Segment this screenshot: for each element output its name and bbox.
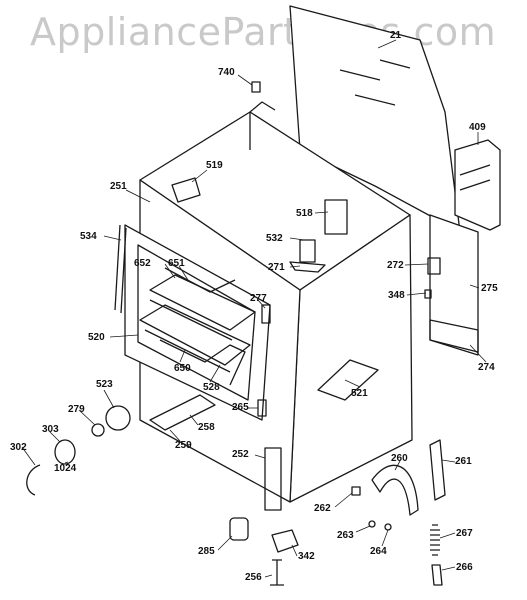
bracket-342 — [271, 529, 299, 553]
bracket-519 — [171, 177, 201, 203]
oven-racks — [139, 274, 256, 373]
clip-740 — [251, 81, 261, 93]
callout-265: 265 — [232, 402, 249, 413]
screw-264 — [384, 523, 392, 531]
callout-534: 534 — [80, 231, 97, 242]
broil-element — [164, 267, 236, 293]
side-panel-521 — [317, 359, 379, 401]
callout-303: 303 — [42, 424, 59, 435]
clip-348 — [424, 289, 432, 299]
callout-651: 651 — [168, 258, 185, 269]
spring-267 — [430, 524, 440, 556]
callout-285: 285 — [198, 546, 215, 557]
callout-21: 21 — [390, 30, 402, 41]
callout-260: 260 — [391, 453, 408, 464]
callout-521: 521 — [351, 388, 368, 399]
drawer-rail — [149, 394, 216, 431]
callout-251: 251 — [110, 181, 127, 192]
screw-263 — [368, 520, 376, 528]
leveler-285 — [229, 517, 249, 541]
bake-element — [159, 339, 246, 386]
bracket-277 — [261, 304, 271, 324]
bracket-518 — [324, 199, 348, 235]
part-262 — [351, 486, 361, 496]
callout-277: 277 — [250, 293, 267, 304]
callout-261: 261 — [455, 456, 472, 467]
callout-520: 520 — [88, 332, 105, 343]
lamp-socket-523 — [105, 405, 131, 431]
callout-271: 271 — [268, 262, 285, 273]
thermostat-532 — [289, 239, 326, 273]
leg-256 — [270, 559, 284, 586]
callout-528: 528 — [203, 382, 220, 393]
callout-348: 348 — [388, 290, 405, 301]
callout-342: 342 — [298, 551, 315, 562]
callout-272: 272 — [387, 260, 404, 271]
callout-264: 264 — [370, 546, 387, 557]
callout-258: 258 — [198, 422, 215, 433]
callout-274: 274 — [478, 362, 495, 373]
callout-279: 279 — [68, 404, 85, 415]
wire-302 — [26, 464, 41, 496]
callout-532: 532 — [266, 233, 283, 244]
callout-252: 252 — [232, 449, 249, 460]
callout-740: 740 — [218, 67, 235, 78]
callout-275: 275 — [481, 283, 498, 294]
link-266 — [431, 564, 443, 586]
callout-650: 650 — [174, 363, 191, 374]
callout-256: 256 — [245, 572, 262, 583]
switch-272 — [427, 257, 441, 275]
callout-519: 519 — [206, 160, 223, 171]
callout-259: 259 — [175, 440, 192, 451]
callout-523: 523 — [96, 379, 113, 390]
callout-262: 262 — [314, 503, 331, 514]
callout-263: 263 — [337, 530, 354, 541]
callout-518: 518 — [296, 208, 313, 219]
lamp-279 — [91, 423, 105, 437]
callout-409: 409 — [469, 122, 486, 133]
control-box-409 — [454, 139, 501, 231]
callout-267: 267 — [456, 528, 473, 539]
callout-1024: 1024 — [54, 463, 77, 474]
leader-lines — [21, 39, 487, 578]
callout-302: 302 — [10, 442, 27, 453]
hinge-260 — [371, 464, 419, 516]
leg-bracket-252 — [264, 447, 282, 511]
lamp-cover-303 — [54, 439, 76, 465]
callout-266: 266 — [456, 562, 473, 573]
hinge-261 — [429, 439, 446, 501]
callout-652: 652 — [134, 258, 151, 269]
